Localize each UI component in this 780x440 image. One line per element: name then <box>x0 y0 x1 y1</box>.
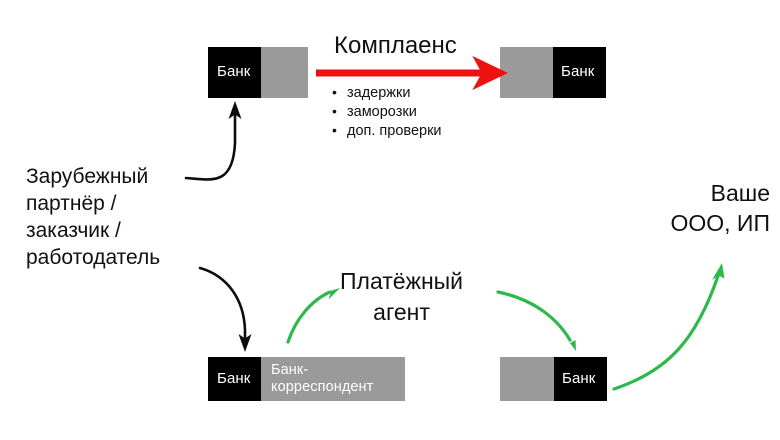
correspondent-bank-half: Банк- корреспондент <box>261 357 405 401</box>
payment-agent-label: Платёжный агент <box>340 268 464 325</box>
bank-box-bottom-left-black-label: Банк <box>217 369 251 387</box>
bank-box-bottom-right-gray-half <box>500 357 554 401</box>
bank-box-top-left-gray-half <box>261 47 308 98</box>
bank-box-top-left: Банк <box>208 47 308 98</box>
bank-box-bottom-right-black-half: Банк <box>554 357 607 401</box>
partner-to-bank-arrow <box>184 101 242 181</box>
bank-box-top-right: Банк <box>500 47 606 98</box>
foreign-partner-label: Зарубежный партнёр / заказчик / работода… <box>26 165 161 269</box>
bank-box-bottom-left: Банк Банк- корреспондент <box>208 357 405 401</box>
bank-box-top-right-black-label: Банк <box>561 63 595 81</box>
agent-outbound-arrow <box>496 290 576 351</box>
compliance-issue-item: заморозки <box>330 102 442 122</box>
compliance-issue-list: задержки заморозки доп. проверки <box>330 83 442 141</box>
your-company-label: Ваше ООО, ИП <box>670 180 770 236</box>
compliance-issue-item: задержки <box>330 83 442 103</box>
bank-box-top-left-black-label: Банк <box>217 63 251 81</box>
compliance-issue-item: доп. проверки <box>330 121 442 141</box>
bank-box-bottom-right: Банк <box>500 357 607 401</box>
correspondent-bank-label: Банк- корреспондент <box>271 362 374 395</box>
bank-box-top-right-gray-half <box>500 47 553 98</box>
bank-box-bottom-left-black-half: Банк <box>208 357 261 401</box>
compliance-title: Комплаенс <box>334 32 457 59</box>
bank-box-bottom-right-black-label: Банк <box>562 369 596 387</box>
partner-to-correspondent-arrow <box>198 266 252 352</box>
agent-inbound-arrow <box>286 288 340 344</box>
bank-box-top-right-black-half: Банк <box>553 47 606 98</box>
payout-to-company-arrow <box>612 263 725 391</box>
bank-box-top-left-black-half: Банк <box>208 47 261 98</box>
